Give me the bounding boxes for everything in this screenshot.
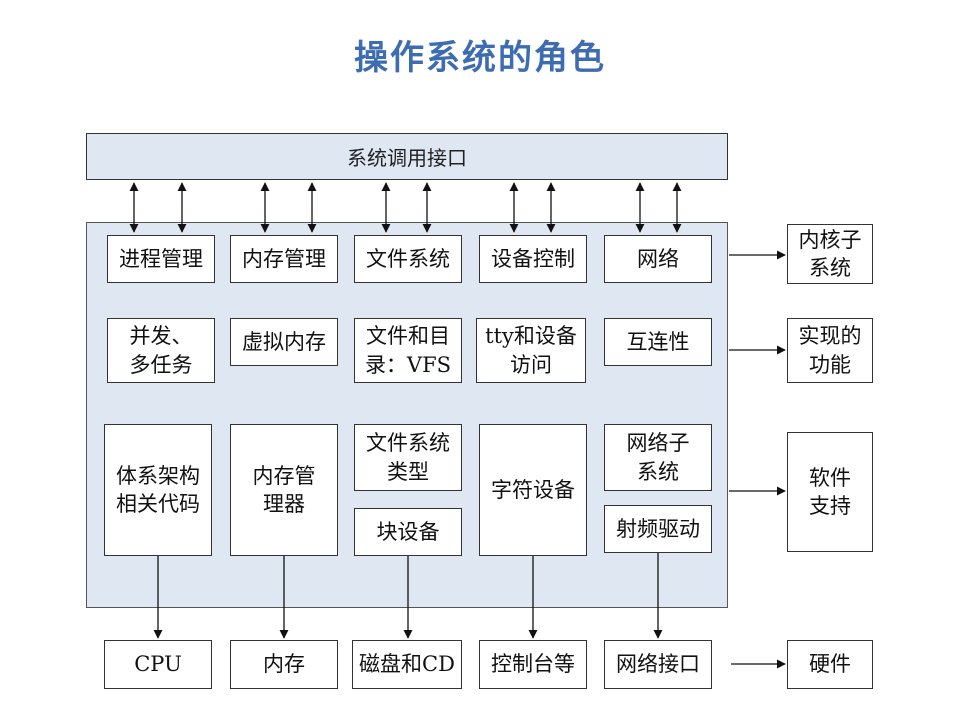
legend-software-support: 软件 支持 bbox=[787, 432, 873, 552]
syscall-interface-bar: 系统调用接口 bbox=[86, 133, 728, 180]
device-control-box: 设备控制 bbox=[479, 235, 587, 283]
ram-box: 内存 bbox=[230, 640, 338, 689]
concurrency-box: 并发、 多任务 bbox=[107, 318, 215, 383]
arch-code-box: 体系架构 相关代码 bbox=[104, 424, 212, 556]
legend-kernel-subsystem: 内核子 系统 bbox=[787, 224, 873, 284]
network-interface-box: 网络接口 bbox=[604, 640, 712, 689]
network-subsystem-box: 网络子 系统 bbox=[604, 424, 712, 491]
connectivity-box: 互连性 bbox=[604, 318, 712, 366]
legend-features: 实现的 功能 bbox=[787, 318, 873, 383]
virtual-memory-box: 虚拟内存 bbox=[230, 318, 338, 366]
console-box: 控制台等 bbox=[479, 640, 587, 689]
legend-hardware: 硬件 bbox=[787, 640, 873, 689]
cpu-box: CPU bbox=[104, 640, 212, 689]
process-management-box: 进程管理 bbox=[107, 235, 215, 283]
vfs-box: 文件和目 录：VFS bbox=[354, 318, 462, 383]
memory-management-box: 内存管理 bbox=[230, 235, 338, 283]
page-title: 操作系统的角色 bbox=[354, 38, 606, 78]
char-devices-box: 字符设备 bbox=[479, 424, 587, 556]
tty-access-box: tty和设备 访问 bbox=[476, 318, 586, 383]
filesystem-types-box: 文件系统 类型 bbox=[354, 424, 462, 491]
network-box: 网络 bbox=[604, 235, 712, 283]
radio-driver-box: 射频驱动 bbox=[604, 505, 712, 553]
memory-manager-box: 内存管 理器 bbox=[230, 424, 338, 556]
filesystem-box: 文件系统 bbox=[354, 235, 462, 283]
disk-cd-box: 磁盘和CD bbox=[352, 640, 462, 689]
block-devices-box: 块设备 bbox=[354, 508, 462, 556]
